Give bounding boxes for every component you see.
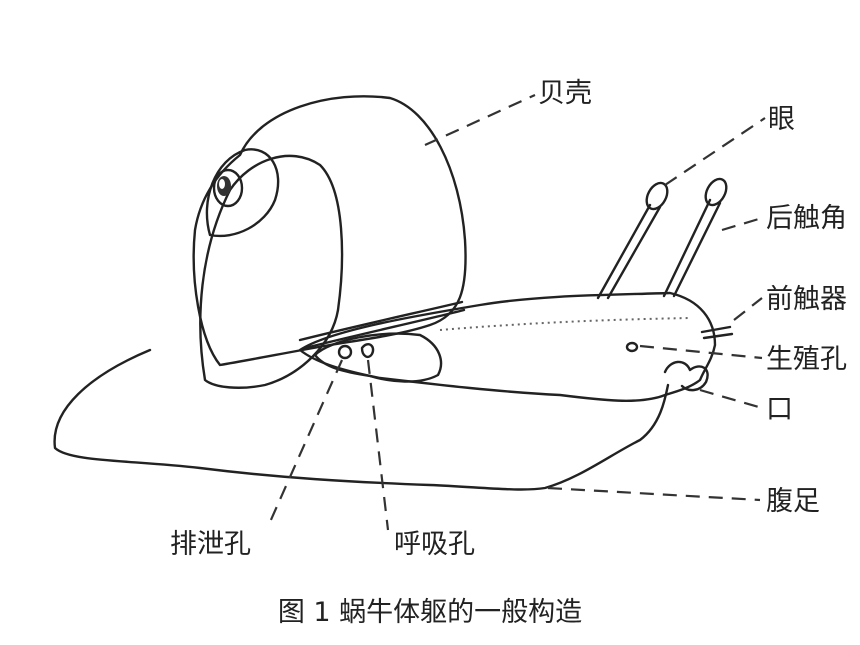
breathing-pore-mark	[360, 343, 375, 359]
label-genital-pore: 生殖孔	[766, 344, 847, 375]
leader-eye	[664, 117, 766, 186]
leader-mouth	[699, 388, 763, 410]
label-front-tentacle: 前触器	[766, 284, 847, 315]
label-shell: 贝壳	[538, 78, 592, 109]
label-breathing-pore: 呼吸孔	[394, 529, 475, 560]
label-mouth: 口	[766, 394, 793, 425]
body-shape	[298, 291, 717, 402]
leader-breathing-pore	[366, 359, 390, 531]
leader-rear-tentacle	[721, 216, 763, 232]
figure-caption: 图 1 蜗牛体躯的一般构造	[278, 597, 582, 628]
leader-foot	[547, 486, 761, 502]
shell-whorl	[199, 154, 344, 389]
label-rear-tentacle: 后触角	[766, 203, 847, 234]
eye-left	[645, 181, 669, 211]
leader-excretory-pore	[268, 359, 344, 523]
eye-right	[704, 177, 728, 207]
front-tentacle	[700, 325, 734, 340]
label-eye: 眼	[768, 104, 795, 135]
mouth-shape	[663, 360, 709, 392]
mantle-shape	[313, 332, 443, 383]
leader-genital-pore	[639, 344, 763, 360]
leader-front-tentacle	[733, 297, 763, 321]
excretory-pore-mark	[337, 344, 353, 360]
rear-tentacle-left	[596, 203, 652, 300]
label-foot: 腹足	[766, 486, 820, 517]
label-excretory-pore: 排泄孔	[170, 529, 251, 560]
shell-shape	[192, 95, 467, 367]
foot-shape	[53, 348, 670, 491]
leader-shell	[424, 93, 536, 147]
rear-tentacle-right	[662, 198, 712, 298]
genital-pore-mark	[625, 341, 639, 353]
